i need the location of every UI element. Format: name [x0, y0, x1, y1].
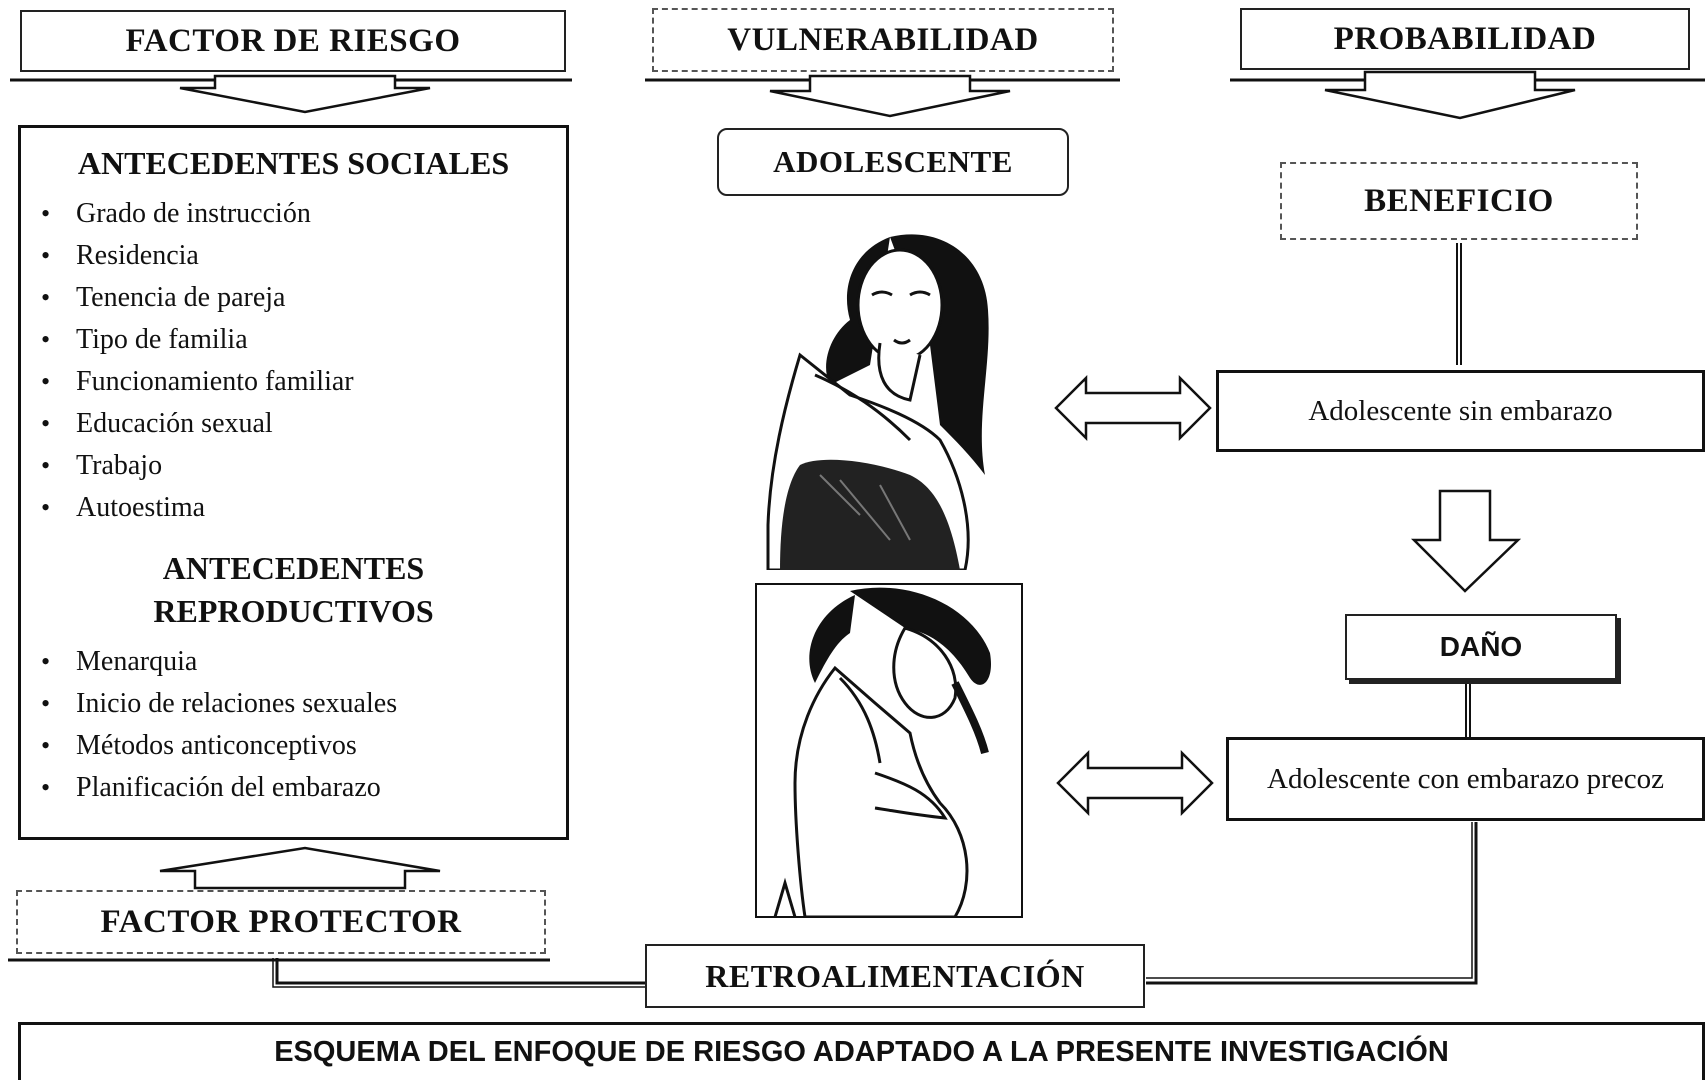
adolescent-label: ADOLESCENTE	[773, 144, 1013, 179]
harm-label: DAÑO	[1439, 631, 1523, 662]
vulnerability-header: VULNERABILIDAD	[652, 8, 1114, 72]
caption-text: ESQUEMA DEL ENFOQUE DE RIESGO ADAPTADO A…	[274, 1036, 1449, 1068]
pregnancy-label: Adolescente con embarazo precoz	[1267, 762, 1664, 795]
list-item: Grado de instrucción	[21, 193, 566, 235]
vulnerability-label: VULNERABILIDAD	[727, 21, 1039, 58]
risk-factors-box: ANTECEDENTES SOCIALES Grado de instrucci…	[18, 125, 569, 840]
block-arrow-down-icon	[1324, 70, 1576, 120]
risk-factor-label: FACTOR DE RIESGO	[125, 22, 461, 59]
probability-label: PROBABILIDAD	[1333, 20, 1597, 57]
adolescent-girl-illustration	[760, 225, 1028, 570]
block-arrow-down-icon	[1410, 489, 1522, 593]
block-arrow-up-icon	[159, 846, 441, 890]
reproductive-factors-list: Menarquia Inicio de relaciones sexuales …	[21, 641, 566, 809]
reproductive-background-title: ANTECEDENTES REPRODUCTIVOS	[21, 547, 566, 633]
list-item: Autoestima	[21, 487, 566, 529]
benefit-box: BENEFICIO	[1280, 162, 1638, 240]
feedback-box: RETROALIMENTACIÓN	[645, 944, 1145, 1008]
feedback-label: RETROALIMENTACIÓN	[705, 957, 1085, 994]
social-background-title: ANTECEDENTES SOCIALES	[77, 145, 510, 181]
list-item: Educación sexual	[21, 403, 566, 445]
list-item: Funcionamiento familiar	[21, 361, 566, 403]
double-headed-arrow-icon	[1054, 374, 1212, 442]
no-pregnancy-label: Adolescente sin embarazo	[1308, 394, 1613, 427]
probability-header: PROBABILIDAD	[1240, 8, 1690, 70]
benefit-label: BENEFICIO	[1364, 182, 1554, 219]
reproductive-title-line1: ANTECEDENTES	[162, 550, 425, 586]
list-item: Tenencia de pareja	[21, 277, 566, 319]
list-item: Inicio de relaciones sexuales	[21, 683, 566, 725]
risk-factor-header: FACTOR DE RIESGO	[20, 10, 566, 72]
adolescent-box: ADOLESCENTE	[717, 128, 1069, 196]
protective-factor-box: FACTOR PROTECTOR	[16, 890, 546, 954]
no-pregnancy-box: Adolescente sin embarazo	[1216, 370, 1705, 452]
block-arrow-down-icon	[179, 74, 431, 114]
pregnant-adolescent-illustration	[755, 583, 1023, 918]
list-item: Menarquia	[21, 641, 566, 683]
list-item: Residencia	[21, 235, 566, 277]
reproductive-title-line2: REPRODUCTIVOS	[153, 593, 434, 629]
list-item: Trabajo	[21, 445, 566, 487]
list-item: Tipo de familia	[21, 319, 566, 361]
pregnancy-box: Adolescente con embarazo precoz	[1226, 737, 1705, 821]
block-arrow-down-icon	[769, 74, 1011, 118]
double-headed-arrow-icon	[1056, 749, 1214, 817]
harm-box: DAÑO	[1345, 614, 1617, 680]
list-item: Métodos anticonceptivos	[21, 725, 566, 767]
diagram-caption: ESQUEMA DEL ENFOQUE DE RIESGO ADAPTADO A…	[18, 1022, 1705, 1080]
protective-factor-label: FACTOR PROTECTOR	[100, 903, 462, 940]
list-item: Planificación del embarazo	[21, 767, 566, 809]
social-factors-list: Grado de instrucción Residencia Tenencia…	[21, 193, 566, 529]
